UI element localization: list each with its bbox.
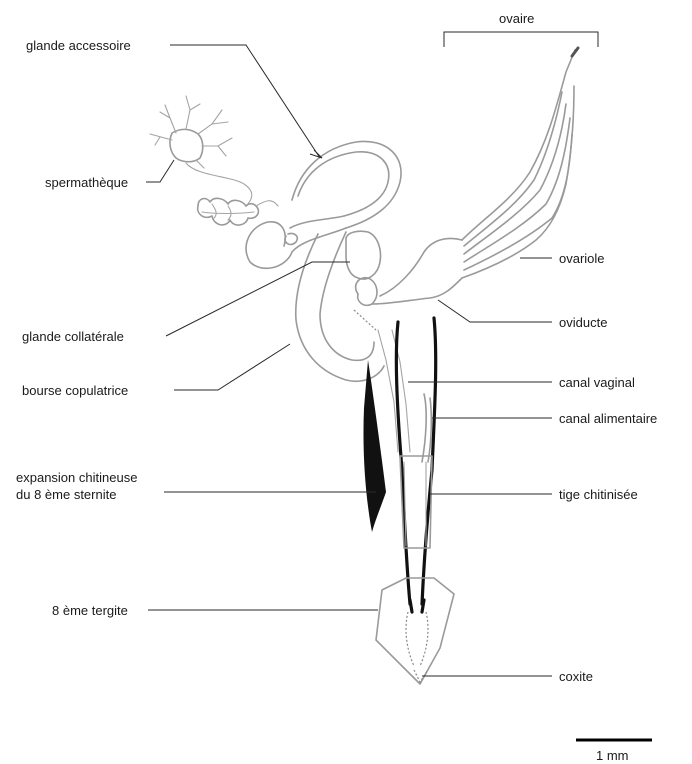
label-ovariole: ovariole (559, 251, 605, 266)
label-glande-collaterale: glande collatérale (22, 329, 124, 344)
leader-lines (146, 32, 598, 676)
scale-bar-label: 1 mm (596, 748, 629, 763)
label-canal-alimentaire: canal alimentaire (559, 411, 657, 426)
label-bourse-copulatrice: bourse copulatrice (22, 383, 128, 398)
label-glande-accessoire: glande accessoire (26, 38, 131, 53)
label-tige-chitinisee: tige chitinisée (559, 487, 638, 502)
ovary-drawing (462, 48, 578, 278)
label-ovaire: ovaire (499, 11, 534, 26)
reproductive-tract-drawing (246, 141, 462, 452)
label-expansion-line1: expansion chitineuse (16, 470, 137, 485)
terminalia-drawing (363, 318, 454, 684)
label-spermatheque: spermathèque (45, 175, 128, 190)
scale-bar: 1 mm (576, 740, 652, 763)
label-oviducte: oviducte (559, 315, 607, 330)
label-expansion-line2: du 8 ème sternite (16, 487, 116, 502)
label-coxite: coxite (559, 669, 593, 684)
label-canal-vaginal: canal vaginal (559, 375, 635, 390)
spermatheca-drawing (150, 96, 278, 225)
label-8-eme-tergite: 8 ème tergite (52, 603, 128, 618)
